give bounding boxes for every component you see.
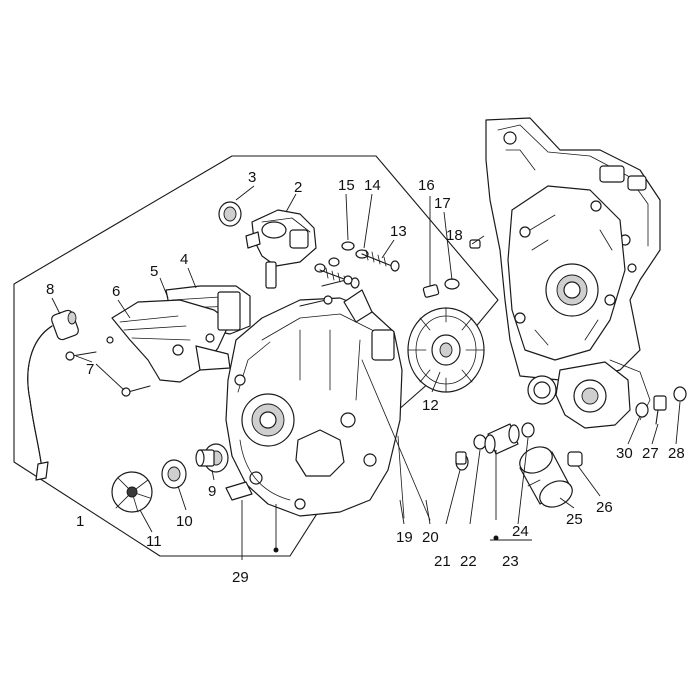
label-16: 16 [418,177,435,194]
label-4: 4 [180,251,188,268]
reference-dot-left [273,547,279,553]
label-13: 13 [390,223,407,240]
label-25: 25 [566,511,583,528]
label-14: 14 [364,177,381,194]
label-2: 2 [294,179,302,196]
crankcase-housing [485,117,661,429]
part-20-gasket [361,359,431,521]
label-22: 22 [460,553,477,570]
part-12-fan [407,307,485,393]
label-8: 8 [46,281,54,298]
part-30-washer [635,402,649,418]
label-21: 21 [434,553,451,570]
part-26-nipple [567,451,583,467]
part-9-shaft-seal [195,443,229,473]
part-15-washer [341,241,355,251]
part-29-plug [225,481,253,501]
part-24-o-ring [521,422,535,438]
part-10-ring [161,459,187,489]
label-27: 27 [642,445,659,462]
label-15: 15 [338,177,355,194]
label-23: 23 [502,553,519,570]
part-25-oil-filter [519,446,573,508]
reference-dot-right [493,535,499,541]
label-26: 26 [596,499,613,516]
part-2-pump-body [245,209,317,289]
part-16-17-bolt [422,278,460,298]
label-17: 17 [434,195,451,212]
part-27-bolt [653,395,667,425]
washer-small [314,263,326,273]
part-11-impeller [111,471,153,513]
part-23-filter-screen [484,423,520,455]
label-7: 7 [86,361,94,378]
part-13-screws [319,249,400,289]
label-19: 19 [396,529,413,546]
part-19-gasket [397,435,405,519]
label-10: 10 [176,513,193,530]
label-11: 11 [146,533,162,550]
label-18: 18 [446,227,463,244]
part-28-washer [673,386,687,402]
part-4-5-cover-plates [111,285,251,383]
part-8-hose [27,309,79,481]
label-5: 5 [150,263,158,280]
label-6: 6 [112,283,120,300]
cover-bolts [299,275,353,307]
label-29: 29 [232,569,249,586]
washer-small-b [328,257,340,267]
part-18-bolt [469,239,481,249]
label-3: 3 [248,169,256,186]
part-3-seal-ring [218,201,242,227]
label-30: 30 [616,445,633,462]
label-24: 24 [512,523,529,540]
label-1: 1 [76,513,84,530]
label-28: 28 [668,445,685,462]
engine-side-cover [225,289,403,517]
part-22-o-ring [473,434,487,450]
part-labels: 1 2 3 4 5 6 7 8 9 10 11 12 13 14 15 16 1… [46,169,685,586]
part-21-drain-plug [455,451,469,471]
label-20: 20 [422,529,439,546]
label-12: 12 [422,397,439,414]
label-9: 9 [208,483,216,500]
